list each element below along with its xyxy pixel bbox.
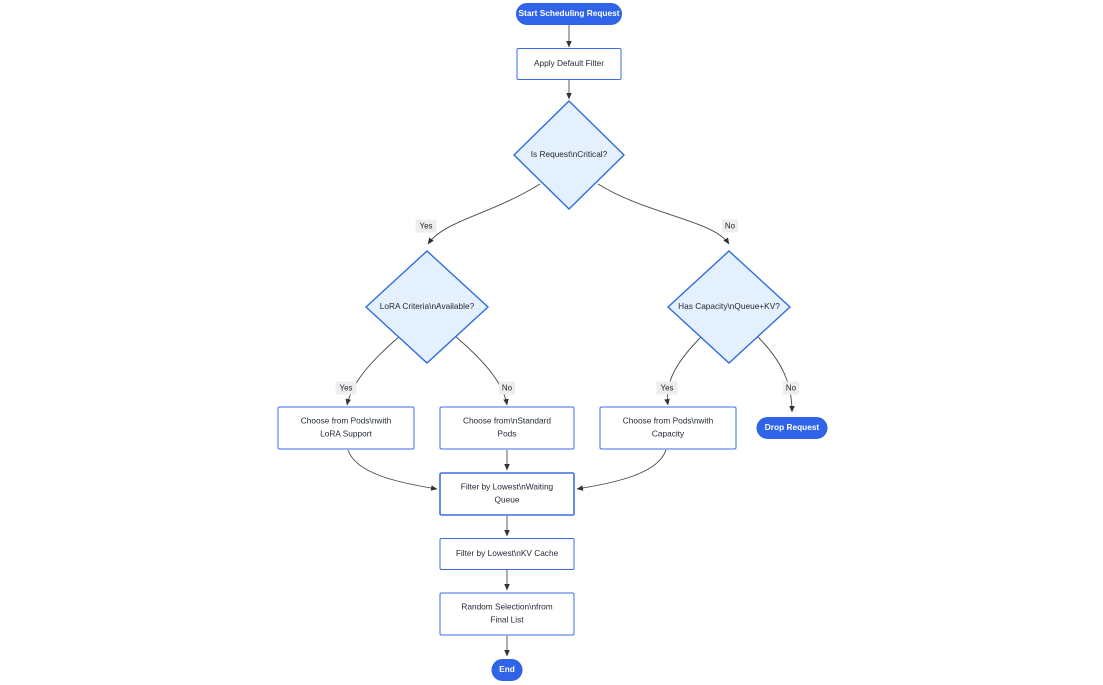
node-label: End	[499, 664, 515, 674]
edge-label-text: No	[725, 222, 736, 231]
decision-shape	[513, 100, 625, 210]
flow-node-drop_request[interactable]: Drop Request	[756, 417, 828, 439]
process-shape	[439, 538, 575, 570]
terminal-shape	[491, 659, 523, 681]
node-label: Filter by Lowest\nKV Cache	[456, 548, 559, 558]
edge-label-text: Yes	[660, 384, 673, 393]
edge-label-bg	[656, 381, 678, 395]
node-label: Start Scheduling Request	[519, 8, 620, 18]
flow-edge	[345, 335, 401, 406]
flow-node-apply_default_filter[interactable]: Apply Default Filter	[516, 48, 622, 80]
edge-label-bg	[335, 381, 357, 395]
edge-label: No	[721, 219, 739, 233]
edge-label: Yes	[335, 381, 357, 395]
flow-node-is_request_critical[interactable]: Is Request\nCritical?	[513, 100, 625, 210]
flow-edge	[576, 449, 667, 491]
edge-label-bg	[782, 381, 800, 395]
process-shape	[277, 406, 415, 450]
process-shape	[439, 406, 575, 450]
edge-label: Yes	[415, 219, 437, 233]
process-shape	[599, 406, 737, 450]
flow-edge	[454, 335, 509, 406]
node-label: Drop Request	[765, 422, 820, 432]
edge-label-text: Yes	[339, 384, 352, 393]
decision-shape	[666, 250, 792, 364]
process-shape	[439, 472, 575, 516]
node-label: Has Capacity\nQueue+KV?	[678, 301, 780, 311]
process-shape	[439, 592, 575, 636]
terminal-shape	[516, 3, 622, 25]
node-label: LoRA Criteria\nAvailable?	[380, 301, 475, 311]
flow-node-filter_kv_cache[interactable]: Filter by Lowest\nKV Cache	[439, 538, 575, 570]
edge-label: Yes	[656, 381, 678, 395]
flow-edge	[597, 183, 730, 245]
flow-node-lora_criteria_available[interactable]: LoRA Criteria\nAvailable?	[364, 250, 490, 364]
terminal-shape	[756, 417, 828, 439]
flow-edge	[664, 335, 703, 406]
flow-node-start[interactable]: Start Scheduling Request	[516, 3, 622, 25]
flow-node-has_capacity_queue_kv[interactable]: Has Capacity\nQueue+KV?	[666, 250, 792, 364]
flow-edge	[347, 449, 438, 491]
node-label: Apply Default Filter	[534, 58, 604, 68]
edge-label: No	[782, 381, 800, 395]
edge-label-text: No	[502, 384, 513, 393]
edge-label-bg	[415, 219, 437, 233]
edge-label-text: No	[786, 384, 797, 393]
flow-edge	[756, 335, 795, 413]
decision-shape	[364, 250, 490, 364]
edges-layer	[345, 25, 795, 657]
node-label: Is Request\nCritical?	[531, 149, 608, 159]
edge-label-text: Yes	[419, 222, 432, 231]
flow-node-end[interactable]: End	[491, 659, 523, 681]
edge-label-bg	[498, 381, 516, 395]
edge-label-bg	[721, 219, 739, 233]
edge-label: No	[498, 381, 516, 395]
flow-edge	[427, 183, 541, 245]
process-shape	[516, 48, 622, 80]
